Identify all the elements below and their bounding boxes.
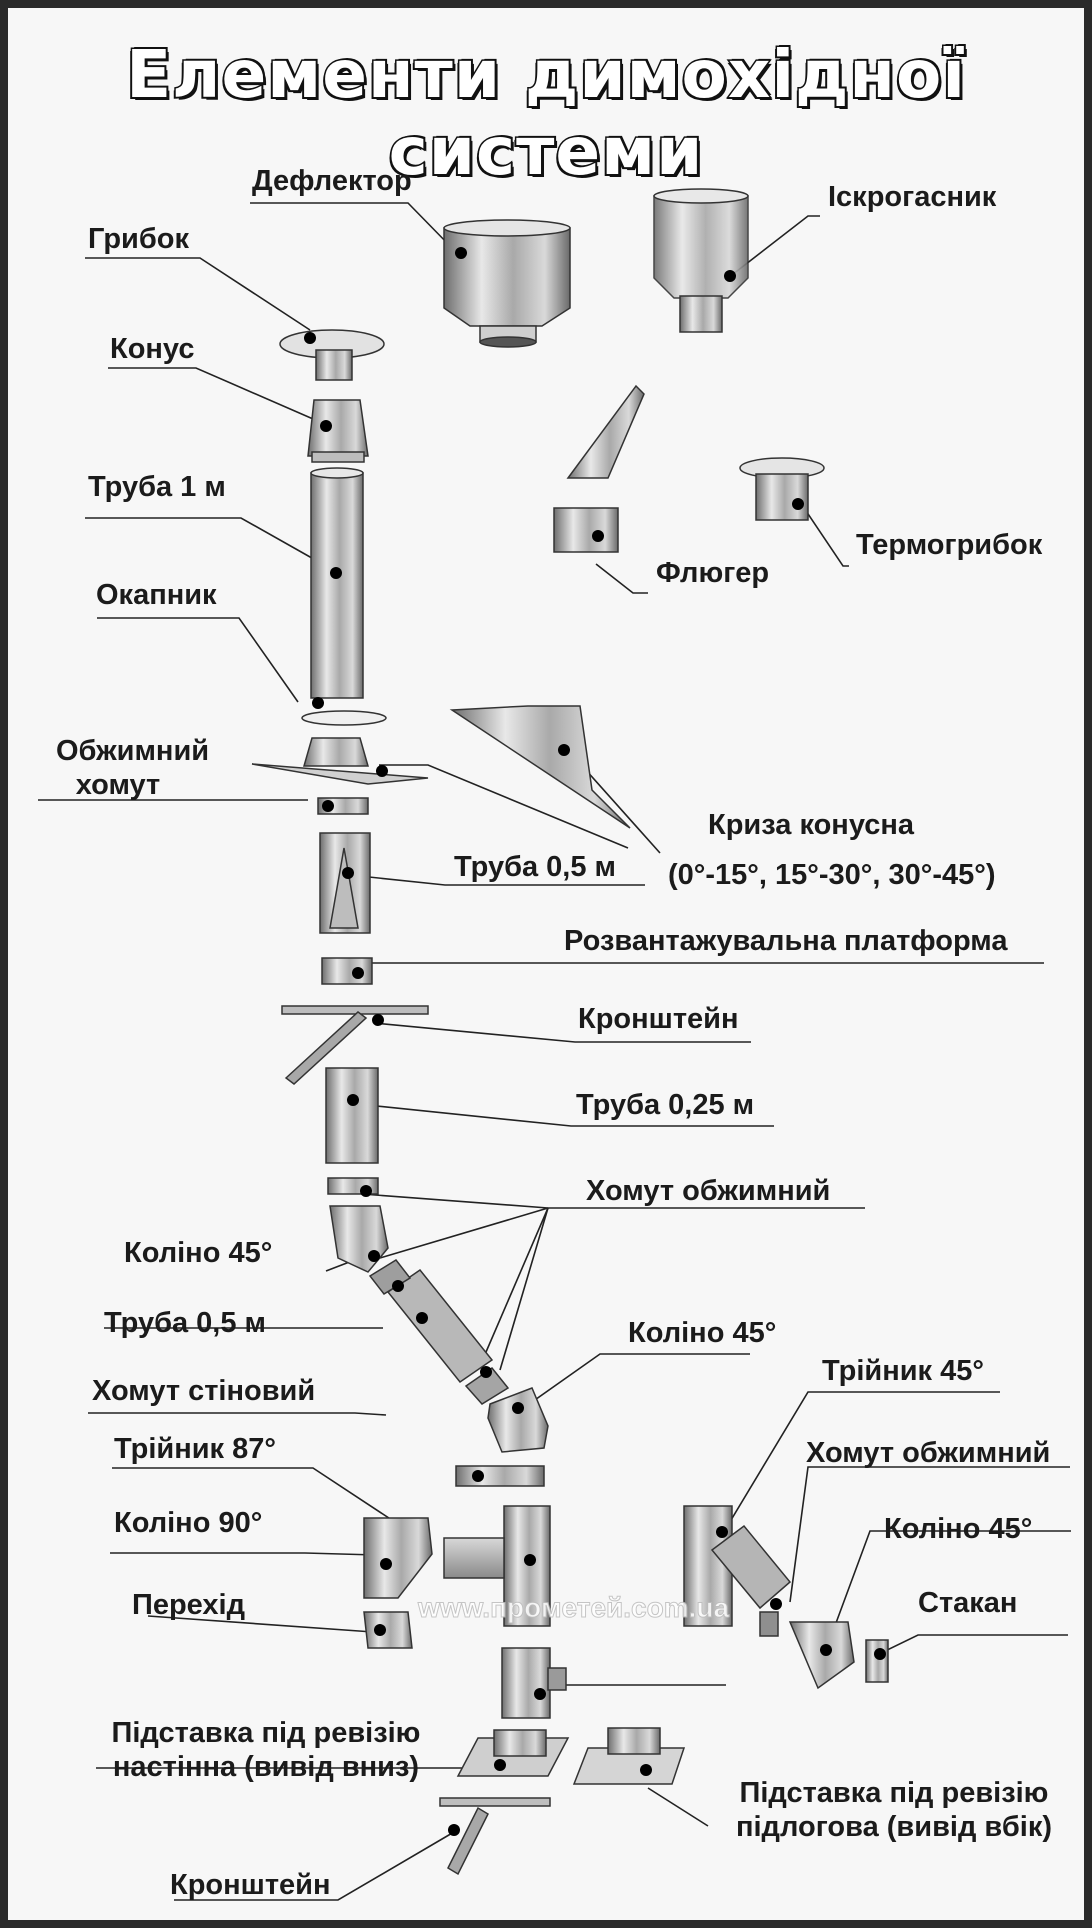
label-crimp-clamp-1-line1: Обжимний [56, 735, 210, 767]
label-pipe-0-5m-top: Труба 0,5 м [454, 851, 616, 883]
label-tee-87: Трійник 87° [114, 1433, 276, 1465]
label-stand-wall-line2: настінна (вивід вниз) [112, 1751, 420, 1783]
label-bracket-bottom: Кронштейн [170, 1869, 331, 1901]
label-elbow-45-mid: Коліно 45° [628, 1317, 777, 1349]
label-tee-45: Трійник 45° [822, 1355, 984, 1387]
label-weather-vane: Флюгер [656, 557, 770, 589]
chimney-diagram [38, 188, 1071, 1901]
label-thermo-mushroom: Термогрибок [856, 529, 1043, 561]
label-elbow-90: Коліно 90° [114, 1507, 263, 1539]
label-cone: Конус [110, 333, 195, 365]
label-pipe-0-25m: Труба 0,25 м [576, 1089, 755, 1121]
label-spark-arrester: Іскрогасник [828, 181, 997, 213]
label-bracket-top: Кронштейн [578, 1003, 739, 1035]
leader-lines [38, 202, 1071, 1901]
label-cup: Стакан [918, 1587, 1018, 1619]
label-deflector: Дефлектор [252, 165, 412, 197]
label-wall-clamp: Хомут стіновий [92, 1375, 316, 1407]
label-pipe-0-5m-mid: Труба 0,5 м [104, 1307, 266, 1339]
marker-dots [304, 247, 886, 1836]
label-stand-floor-line2: підлогова (вивід вбік) [735, 1811, 1053, 1843]
watermark: www.прометей.com.ua [417, 1592, 730, 1624]
label-mushroom: Грибок [88, 223, 190, 255]
label-unloading-platform: Розвантажувальна платформа [564, 925, 1008, 957]
label-crimp-clamp-1-line2: хомут [75, 769, 161, 801]
page-title: Елементи димохідної системи [125, 35, 967, 192]
label-adapter: Перехід [132, 1589, 246, 1621]
label-crimp-clamp-2: Хомут обжимний [586, 1175, 831, 1207]
label-cone-flashing: Криза конусна [708, 809, 915, 841]
label-stand-floor-line1: Підставка під ревізію [739, 1777, 1049, 1809]
label-elbow-45-left: Коліно 45° [124, 1237, 273, 1269]
label-stand-floor: Підставка під ревізію підлогова (вивід в… [716, 1776, 1072, 1844]
label-drip-cap: Окапник [96, 579, 217, 611]
label-cone-flashing-angles: (0°-15°, 15°-30°, 30°-45°) [668, 859, 996, 891]
label-elbow-45-right: Коліно 45° [884, 1513, 1033, 1545]
label-crimp-clamp-1: Обжимний хомут [56, 734, 210, 802]
label-pipe-1m: Труба 1 м [88, 471, 226, 503]
label-stand-wall-line1: Підставка під ревізію [111, 1717, 421, 1749]
label-crimp-clamp-3: Хомут обжимний [806, 1437, 1051, 1469]
label-stand-wall: Підставка під ревізію настінна (вивід вн… [88, 1716, 444, 1784]
